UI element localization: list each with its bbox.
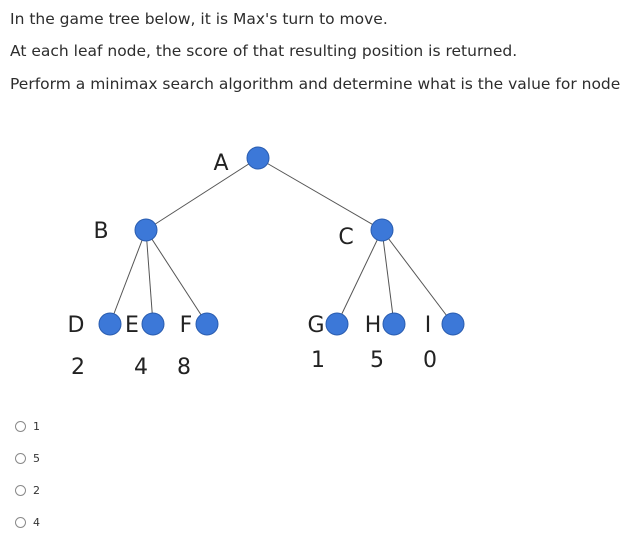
node-g <box>325 312 349 336</box>
option-label: 2 <box>33 483 40 497</box>
node-f <box>195 312 219 336</box>
question-line-3: Perform a minimax search algorithm and d… <box>10 75 624 93</box>
node-label-d: D <box>68 313 85 338</box>
edge-b-e <box>145 229 154 325</box>
node-label-c: C <box>338 225 353 250</box>
edge-a-b <box>145 157 259 231</box>
score-d: 2 <box>71 355 85 380</box>
radio-button[interactable] <box>15 484 26 496</box>
node-a <box>246 146 270 170</box>
question-line-1: In the game tree below, it is Max's turn… <box>10 10 388 28</box>
tree-edges <box>109 157 454 325</box>
edge-b-f <box>145 229 208 325</box>
answer-option-3[interactable]: 2 <box>15 481 40 499</box>
radio-button[interactable] <box>15 420 26 432</box>
score-i: 0 <box>423 348 437 373</box>
score-g: 1 <box>311 348 325 373</box>
edge-c-i <box>381 229 454 325</box>
node-d <box>98 312 122 336</box>
node-b <box>134 218 158 242</box>
node-label-f: F <box>180 313 193 338</box>
radio-button[interactable] <box>15 516 26 528</box>
node-label-g: G <box>307 313 324 338</box>
edge-b-d <box>109 229 147 325</box>
option-label: 5 <box>33 451 40 465</box>
question-line-2: At each leaf node, the score of that res… <box>10 42 518 60</box>
game-tree-diagram: A B C D E F G H I 2 4 8 1 5 0 <box>68 146 465 380</box>
edge-c-g <box>336 229 383 325</box>
node-label-a: A <box>213 151 228 176</box>
score-h: 5 <box>370 348 384 373</box>
node-h <box>382 312 406 336</box>
score-e: 4 <box>134 355 148 380</box>
score-f: 8 <box>177 355 191 380</box>
option-label: 1 <box>33 419 40 433</box>
answer-option-1[interactable]: 1 <box>15 417 40 435</box>
answer-option-2[interactable]: 5 <box>15 449 40 467</box>
node-e <box>141 312 165 336</box>
node-label-i: I <box>425 313 432 338</box>
option-label: 4 <box>33 515 40 529</box>
answer-option-4[interactable]: 4 <box>15 513 40 531</box>
radio-button[interactable] <box>15 452 26 464</box>
edge-c-h <box>381 229 395 325</box>
node-label-e: E <box>125 313 139 338</box>
node-i <box>441 312 465 336</box>
node-label-h: H <box>365 313 382 338</box>
edge-a-c <box>257 157 383 231</box>
node-label-b: B <box>93 219 108 244</box>
node-c <box>370 218 394 242</box>
